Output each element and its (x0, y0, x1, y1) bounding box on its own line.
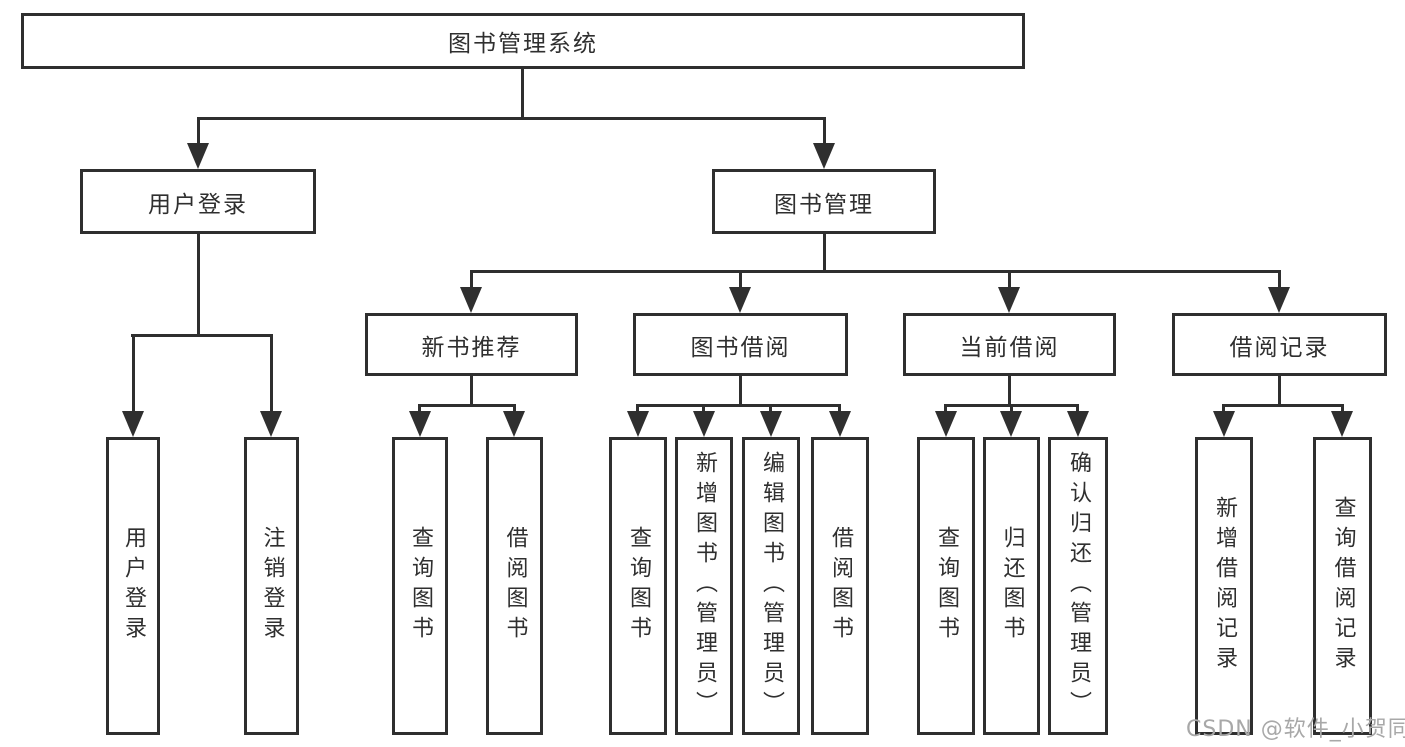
leaf-return-books: 归还图书 (983, 437, 1040, 735)
leaf-label: 借阅图书 (828, 526, 853, 646)
node-root: 图书管理系统 (21, 13, 1025, 69)
node-label: 用户登录 (148, 191, 248, 218)
connector (470, 271, 473, 291)
leaf-label: 编辑图书（管理员） (759, 451, 784, 721)
connector (270, 335, 273, 417)
arrow-down-icon (1331, 411, 1353, 437)
arrow-down-icon (693, 411, 715, 437)
arrow-down-icon (729, 287, 751, 313)
node-book-management: 图书管理 (712, 169, 936, 234)
watermark-text: CSDN @软件_小贺同学 (1186, 717, 1405, 742)
arrow-down-icon (503, 411, 525, 437)
connector (739, 376, 742, 406)
arrow-down-icon (627, 411, 649, 437)
leaf-label: 借阅图书 (502, 526, 528, 646)
leaf-label: 用户登录 (121, 526, 146, 646)
leaf-label: 新增图书（管理员） (692, 451, 717, 721)
leaf-confirm-return-admin: 确认归还（管理员） (1048, 437, 1108, 735)
leaf-label: 注销登录 (259, 526, 285, 646)
leaf-label: 查询图书 (934, 526, 959, 646)
node-label: 图书管理 (774, 191, 874, 218)
leaf-query-books-current: 查询图书 (917, 437, 975, 735)
connector (521, 69, 524, 118)
connector (197, 118, 200, 146)
leaf-logout: 注销登录 (244, 437, 299, 735)
arrow-down-icon (1000, 411, 1022, 437)
leaf-label: 查询借阅记录 (1330, 496, 1356, 676)
node-label: 图书借阅 (690, 334, 791, 361)
connector (470, 270, 1281, 273)
leaf-query-books-recommend: 查询图书 (392, 437, 448, 735)
connector (739, 271, 742, 291)
leaf-query-borrow-record: 查询借阅记录 (1313, 437, 1372, 735)
leaf-label: 归还图书 (999, 526, 1025, 646)
connector (1222, 404, 1344, 407)
node-book-borrowing: 图书借阅 (633, 313, 848, 376)
connector (197, 234, 200, 335)
arrow-down-icon (1213, 411, 1235, 437)
node-label: 新书推荐 (421, 334, 522, 361)
connector (197, 117, 826, 120)
arrow-down-icon (460, 287, 482, 313)
node-new-book-recommendation: 新书推荐 (365, 313, 578, 376)
arrow-down-icon (813, 143, 835, 169)
arrow-down-icon (409, 411, 431, 437)
connector (1008, 376, 1011, 406)
arrow-down-icon (260, 411, 282, 437)
leaf-borrow-books-borrowing: 借阅图书 (811, 437, 869, 735)
node-borrowing-records: 借阅记录 (1172, 313, 1387, 376)
connector (131, 334, 273, 337)
leaf-add-borrow-record: 新增借阅记录 (1195, 437, 1253, 735)
leaf-borrow-books-recommend: 借阅图书 (486, 437, 543, 735)
leaf-label: 确认归还（管理员） (1066, 451, 1091, 721)
node-current-borrowing: 当前借阅 (903, 313, 1116, 376)
connector (1008, 271, 1011, 291)
arrow-down-icon (1268, 287, 1290, 313)
arrow-down-icon (122, 411, 144, 437)
leaf-label: 查询图书 (408, 526, 433, 646)
leaf-user-login: 用户登录 (106, 437, 160, 735)
connector (823, 118, 826, 146)
connector (418, 404, 516, 407)
connector (470, 376, 473, 406)
node-user-login: 用户登录 (80, 169, 316, 234)
leaf-label: 查询图书 (626, 526, 651, 646)
connector (636, 404, 841, 407)
node-root-label: 图书管理系统 (448, 31, 598, 57)
leaf-edit-book-admin: 编辑图书（管理员） (742, 437, 800, 735)
connector (132, 335, 135, 417)
connector (823, 234, 826, 272)
connector (1278, 376, 1281, 406)
arrow-down-icon (998, 287, 1020, 313)
arrow-down-icon (187, 143, 209, 169)
node-label: 借阅记录 (1229, 334, 1330, 361)
leaf-label: 新增借阅记录 (1212, 496, 1237, 676)
arrow-down-icon (935, 411, 957, 437)
arrow-down-icon (1067, 411, 1089, 437)
arrow-down-icon (829, 411, 851, 437)
leaf-add-book-admin: 新增图书（管理员） (675, 437, 733, 735)
arrow-down-icon (760, 411, 782, 437)
node-label: 当前借阅 (959, 334, 1060, 361)
connector (1278, 271, 1281, 291)
leaf-query-books-borrowing: 查询图书 (609, 437, 667, 735)
